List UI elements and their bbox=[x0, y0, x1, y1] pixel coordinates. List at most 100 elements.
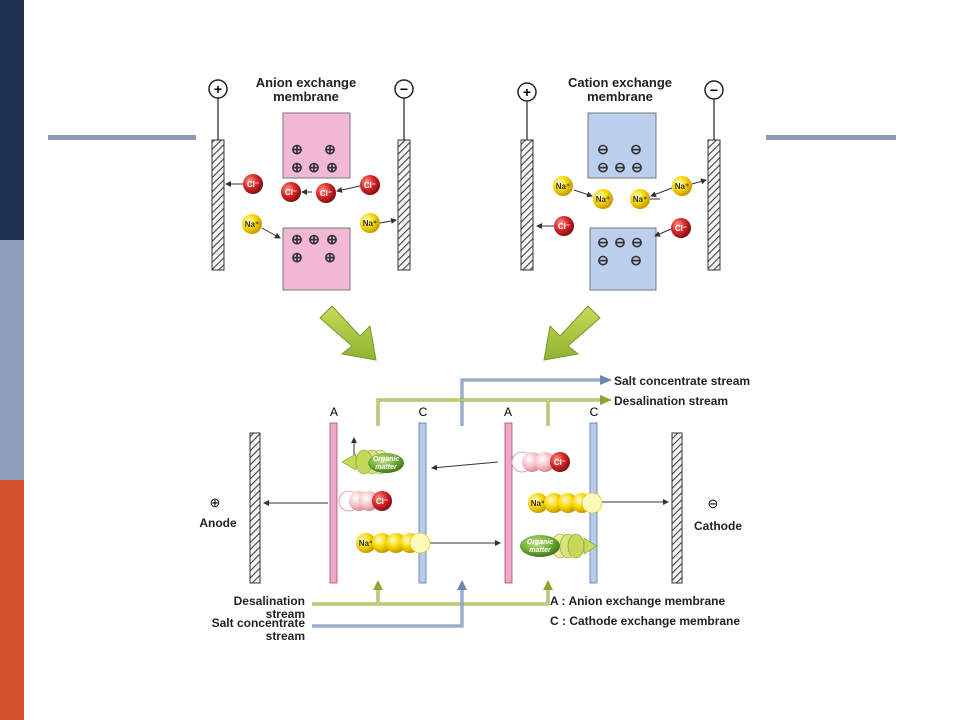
svg-text:⊖: ⊖ bbox=[631, 234, 643, 250]
anion-exchange-panel: Anion exchange membrane + − ⊕ ⊕ ⊕ ⊕ ⊕ ⊕ … bbox=[208, 75, 414, 291]
svg-text:⊖: ⊖ bbox=[631, 159, 643, 175]
anion-title-line2: membrane bbox=[273, 89, 339, 104]
na-train: Na⁺ bbox=[356, 532, 431, 554]
ion-cl: Cl⁻ bbox=[281, 182, 301, 202]
cathode-plate bbox=[671, 432, 683, 584]
svg-text:Na⁺: Na⁺ bbox=[596, 195, 610, 204]
svg-text:Na⁺: Na⁺ bbox=[556, 182, 570, 191]
organic-matter-cluster: Organic matter bbox=[520, 533, 598, 559]
title-rule-right bbox=[766, 135, 896, 140]
svg-text:Cl⁻: Cl⁻ bbox=[558, 222, 570, 231]
svg-text:⊖: ⊖ bbox=[614, 159, 626, 175]
svg-text:matter: matter bbox=[529, 547, 552, 554]
svg-text:⊕: ⊕ bbox=[308, 231, 320, 247]
svg-text:Na⁺: Na⁺ bbox=[363, 219, 377, 228]
electrodialysis-stack: Salt concentrate stream Desalination str… bbox=[199, 374, 750, 643]
cathode-label: Cathode bbox=[694, 519, 742, 533]
svg-text:⊕: ⊕ bbox=[308, 159, 320, 175]
ion-cl: Cl⁻ bbox=[243, 174, 263, 194]
legend-a: A : Anion exchange membrane bbox=[550, 594, 725, 608]
cation-membrane-1 bbox=[418, 422, 427, 584]
ion-cl: Cl⁻ bbox=[554, 216, 574, 236]
svg-text:⊕: ⊕ bbox=[326, 231, 338, 247]
svg-text:Cl⁻: Cl⁻ bbox=[320, 189, 332, 198]
desalination-inlet-label-line1: Desalination bbox=[234, 594, 305, 608]
flow-arrow-right bbox=[543, 305, 601, 361]
legend-c: C : Cathode exchange membrane bbox=[550, 614, 740, 628]
cathode-terminal-left: − bbox=[394, 79, 414, 271]
desalination-stream-label: Desalination stream bbox=[614, 394, 728, 408]
anode-plate bbox=[249, 432, 261, 584]
anode-label: Anode bbox=[199, 516, 237, 530]
svg-text:⊖: ⊖ bbox=[597, 234, 609, 250]
salt-concentrate-outlet: Salt concentrate stream bbox=[460, 374, 750, 426]
svg-text:⊕: ⊕ bbox=[291, 141, 303, 157]
svg-text:Organic: Organic bbox=[527, 539, 554, 546]
title-rule-left bbox=[48, 135, 196, 140]
cation-membrane-lower bbox=[589, 227, 657, 291]
organic-matter-cluster: Organic matter bbox=[341, 449, 404, 475]
svg-text:Cl⁻: Cl⁻ bbox=[376, 497, 388, 506]
ion-arrows bbox=[225, 181, 397, 239]
desalination-inlet-label-line2: stream bbox=[266, 607, 305, 621]
svg-text:Na⁺: Na⁺ bbox=[359, 539, 373, 548]
electrode-plate bbox=[211, 139, 225, 271]
anion-membrane-2 bbox=[504, 422, 513, 584]
svg-text:⊖: ⊖ bbox=[630, 252, 642, 268]
svg-text:Na⁺: Na⁺ bbox=[675, 182, 689, 191]
electrode-plate bbox=[707, 139, 721, 271]
cathode-terminal-right: − bbox=[704, 80, 724, 271]
membrane-a-label: A bbox=[504, 405, 512, 419]
cathode-sign: ⊖ bbox=[708, 496, 719, 511]
salt-concentrate-inlet: Salt concentrate stream bbox=[212, 580, 467, 643]
salt-concentrate-stream-label: Salt concentrate stream bbox=[614, 374, 750, 388]
svg-text:Cl⁻: Cl⁻ bbox=[247, 180, 259, 189]
ion-na: Na⁺ bbox=[672, 176, 692, 196]
electrode-plate bbox=[397, 139, 411, 271]
migration-arrows bbox=[263, 437, 669, 546]
anode-sign: ⊕ bbox=[210, 495, 221, 510]
ion-na: Na⁺ bbox=[360, 213, 380, 233]
anion-title-line1: Anion exchange bbox=[256, 75, 356, 90]
na-train: Na⁺ bbox=[528, 492, 603, 514]
svg-text:⊕: ⊕ bbox=[291, 249, 303, 265]
svg-text:⊕: ⊕ bbox=[326, 159, 338, 175]
anode-terminal-left: + bbox=[208, 79, 228, 271]
ion-cl: Cl⁻ bbox=[316, 183, 336, 203]
svg-text:Na⁺: Na⁺ bbox=[633, 195, 647, 204]
svg-text:Cl⁻: Cl⁻ bbox=[364, 181, 376, 190]
svg-text:Na⁺: Na⁺ bbox=[245, 220, 259, 229]
svg-text:−: − bbox=[400, 81, 408, 97]
side-bar-navy bbox=[0, 0, 24, 240]
ion-cl: Cl⁻ bbox=[671, 218, 691, 238]
membrane-c-label: C bbox=[419, 405, 428, 419]
svg-text:+: + bbox=[214, 81, 222, 97]
svg-text:⊕: ⊕ bbox=[324, 249, 336, 265]
svg-text:−: − bbox=[710, 82, 718, 98]
ion-na: Na⁺ bbox=[593, 189, 613, 209]
side-bar-orange bbox=[0, 480, 24, 720]
salt-inlet-label-line2: stream bbox=[266, 629, 305, 643]
desalination-inlet: Desalination stream bbox=[234, 580, 553, 621]
cation-title-line1: Cation exchange bbox=[568, 75, 672, 90]
membrane-c-label: C bbox=[590, 405, 599, 419]
cl-train: Cl⁻ bbox=[338, 490, 392, 512]
svg-text:Na⁺: Na⁺ bbox=[531, 499, 545, 508]
fixed-positive-charges: ⊕ ⊕ ⊕ ⊕ ⊕ ⊕ ⊕ ⊕ ⊕ ⊕ bbox=[291, 141, 338, 265]
svg-text:⊖: ⊖ bbox=[630, 141, 642, 157]
anion-membrane-lower bbox=[282, 227, 351, 291]
svg-text:Cl⁻: Cl⁻ bbox=[675, 224, 687, 233]
ion-cl: Cl⁻ bbox=[360, 175, 380, 195]
side-bar-slate bbox=[0, 240, 24, 480]
fixed-negative-charges: ⊖ ⊖ ⊖ ⊖ ⊖ ⊖ ⊖ ⊖ ⊖ ⊖ bbox=[597, 141, 643, 268]
svg-text:⊖: ⊖ bbox=[597, 159, 609, 175]
svg-text:⊕: ⊕ bbox=[291, 231, 303, 247]
svg-text:⊖: ⊖ bbox=[597, 141, 609, 157]
svg-text:Organic: Organic bbox=[373, 456, 400, 463]
ion-arrows bbox=[536, 178, 707, 237]
anion-membrane-upper bbox=[282, 112, 351, 179]
svg-text:⊕: ⊕ bbox=[324, 141, 336, 157]
svg-text:Cl⁻: Cl⁻ bbox=[554, 458, 566, 467]
svg-text:⊖: ⊖ bbox=[597, 252, 609, 268]
